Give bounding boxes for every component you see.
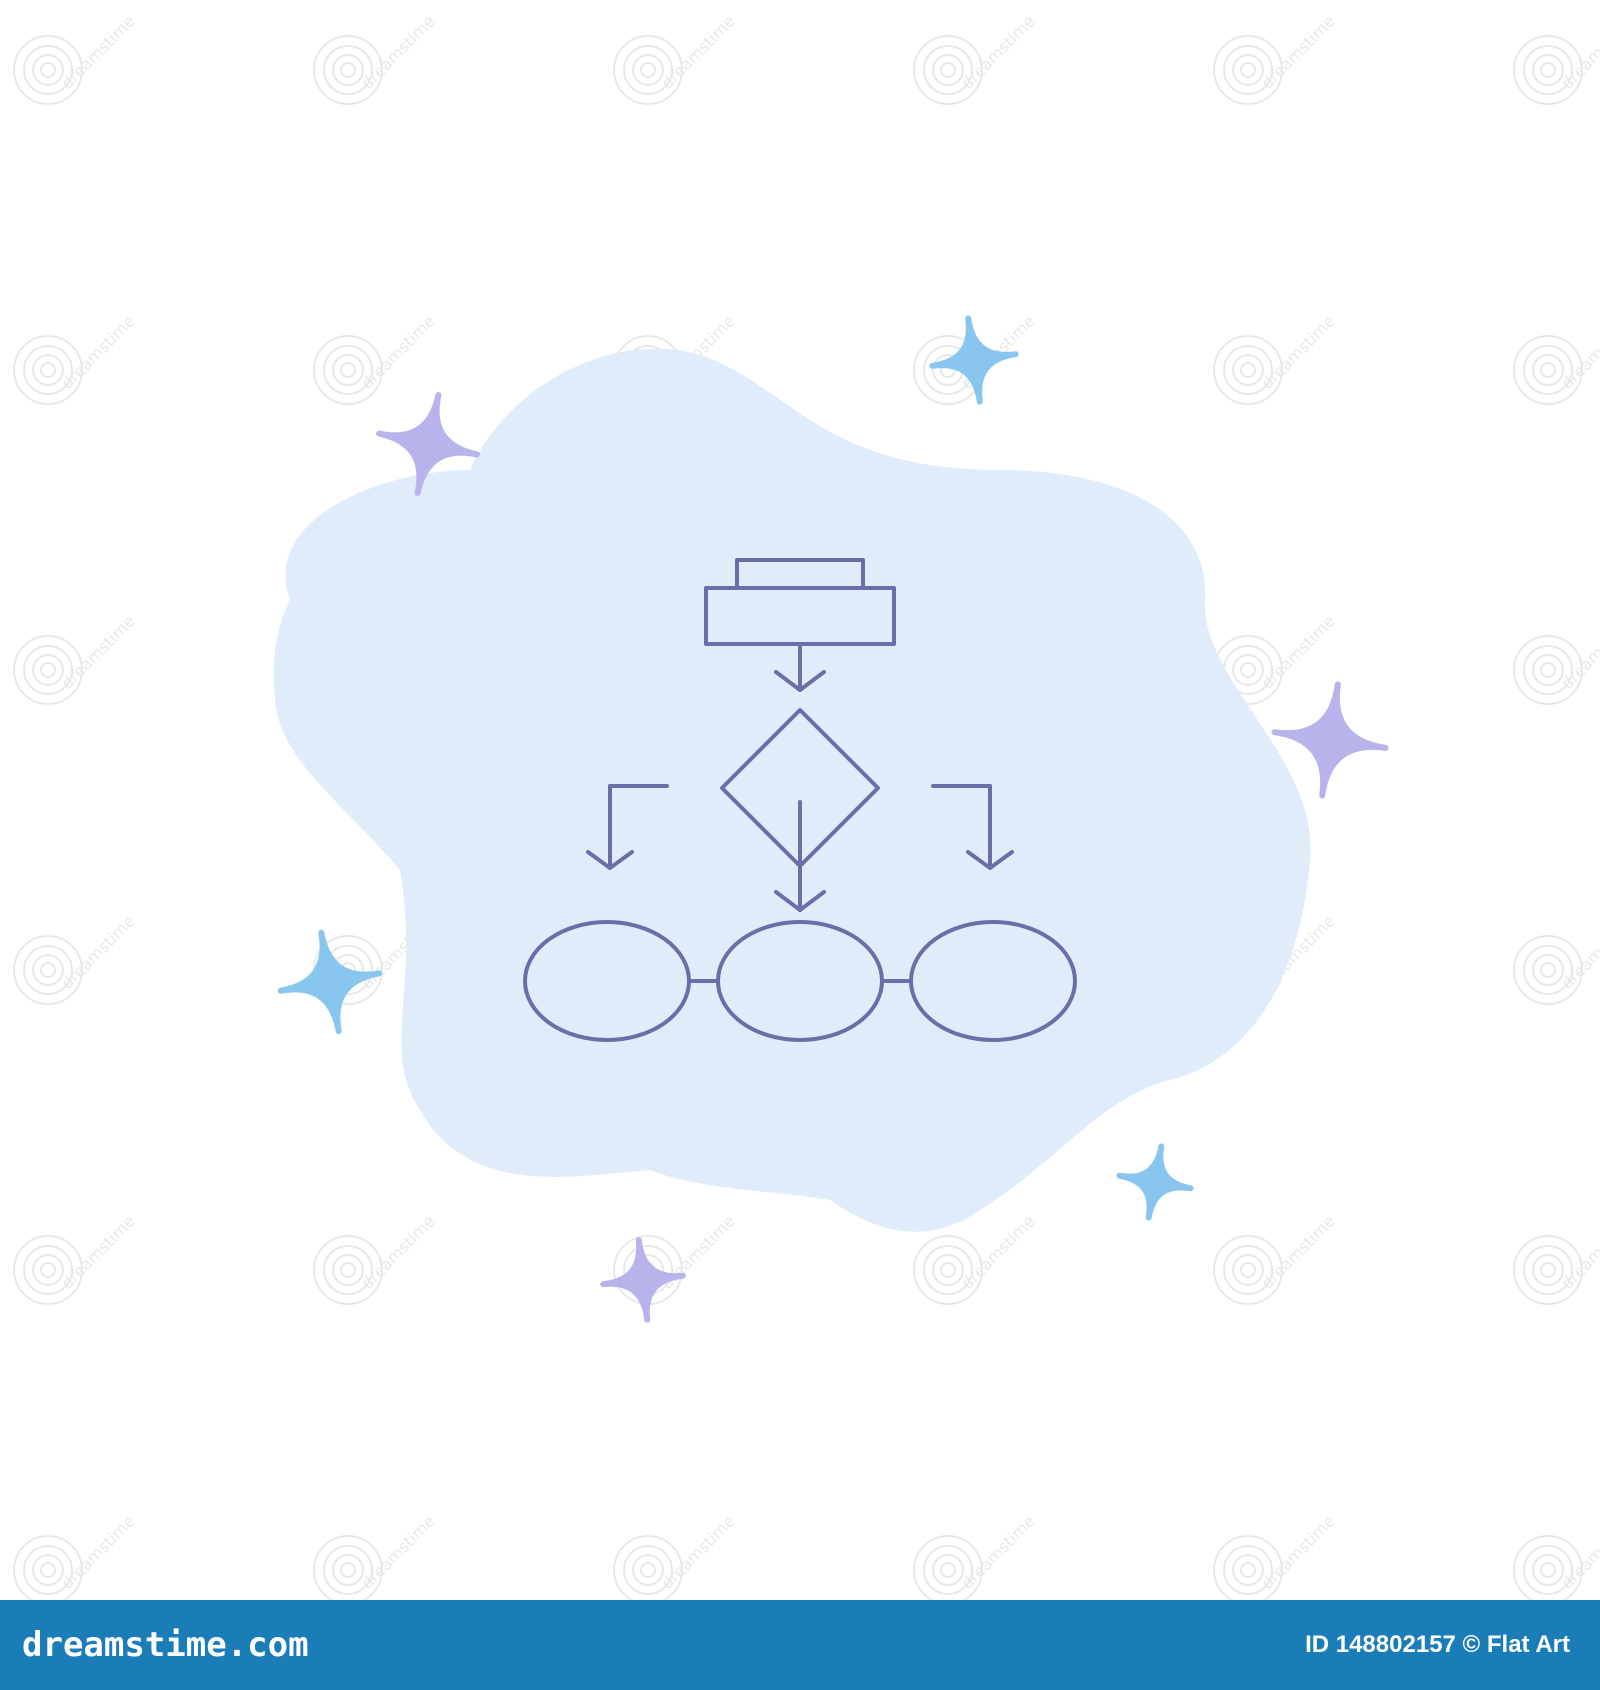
arrow-head xyxy=(586,850,634,870)
cloud-blob-background xyxy=(273,348,1311,1232)
watermark-swirl-icon xyxy=(13,35,83,105)
watermark-swirl-icon xyxy=(13,635,83,705)
watermark-swirl-icon xyxy=(913,1535,983,1600)
sparkle-star-icon xyxy=(376,392,480,496)
arrow-head xyxy=(966,850,1014,870)
watermark-swirl-icon xyxy=(1513,1535,1583,1600)
watermark-swirl-icon xyxy=(913,1235,983,1305)
watermark-text: dreamstime xyxy=(57,311,138,392)
watermark-swirl-icon xyxy=(613,35,683,105)
arrow-head xyxy=(774,670,826,692)
watermark-swirl-icon xyxy=(613,1535,683,1600)
sparkle-star-icon xyxy=(600,1237,686,1323)
watermark-text: dreamstime xyxy=(357,1511,438,1592)
watermark-swirl-icon xyxy=(1513,335,1583,405)
flowchart-icon xyxy=(523,558,1077,1042)
watermark-swirl-icon xyxy=(313,335,383,405)
sparkle-star-icon xyxy=(929,315,1019,405)
watermark-text: dreamstime xyxy=(657,11,738,92)
site-logo[interactable]: dreamstime.com xyxy=(22,1625,309,1665)
watermark-swirl-icon xyxy=(13,335,83,405)
watermark-swirl-icon xyxy=(313,35,383,105)
watermark-swirl-icon xyxy=(13,935,83,1005)
watermark-text: dreamstime xyxy=(357,311,438,392)
watermark-swirl-icon xyxy=(1513,1235,1583,1305)
watermark-swirl-icon xyxy=(1513,35,1583,105)
watermark-swirl-icon xyxy=(1513,635,1583,705)
arrow-head xyxy=(774,890,826,912)
watermark-swirl-icon xyxy=(1213,1235,1283,1305)
watermark-text: dreamstime xyxy=(1257,11,1338,92)
watermark-text: dreamstime xyxy=(957,11,1038,92)
image-credit: ID 148802157 © Flat Art xyxy=(1305,1631,1570,1658)
watermark-text: dreamstime xyxy=(657,1511,738,1592)
watermark-swirl-icon xyxy=(313,1235,383,1305)
right-elbow-connector xyxy=(931,784,992,868)
watermark-swirl-icon xyxy=(1213,335,1283,405)
watermark-text: dreamstime xyxy=(1257,1211,1338,1292)
sparkle-star-icon xyxy=(277,929,383,1035)
watermark-swirl-icon xyxy=(1213,35,1283,105)
illustration-canvas: dreamstime dreamstime dreamstime dreamstime… xyxy=(13,11,1600,1600)
watermark-swirl-icon xyxy=(1213,1535,1283,1600)
sparkle-star-icon xyxy=(1116,1143,1194,1221)
watermark-text: dreamstime xyxy=(57,911,138,992)
watermark-text: dreamstime xyxy=(957,1211,1038,1292)
watermark-text: dreamstime xyxy=(357,11,438,92)
sparkle-stars xyxy=(277,315,1389,1323)
watermark-text: dreamstime xyxy=(57,1211,138,1292)
watermark-text: dreamstime xyxy=(57,611,138,692)
sparkle-star-icon xyxy=(1271,681,1389,799)
watermark-swirl-icon xyxy=(913,35,983,105)
watermark-swirl-icon xyxy=(1513,935,1583,1005)
watermark-text: dreamstime xyxy=(1257,311,1338,392)
watermark-text: dreamstime xyxy=(957,1511,1038,1592)
left-elbow-connector xyxy=(608,784,669,868)
watermark-text: dreamstime xyxy=(1257,1511,1338,1592)
footer-bar: dreamstime.com ID 148802157 © Flat Art xyxy=(0,1600,1600,1690)
watermark-text: dreamstime xyxy=(1257,611,1338,692)
watermark-text: dreamstime xyxy=(57,11,138,92)
watermark-swirl-icon xyxy=(13,1235,83,1305)
watermark-text: dreamstime xyxy=(357,1211,438,1292)
watermark-text: dreamstime xyxy=(57,1511,138,1592)
watermark-swirl-icon xyxy=(13,1535,83,1600)
watermark-swirl-icon xyxy=(313,1535,383,1600)
